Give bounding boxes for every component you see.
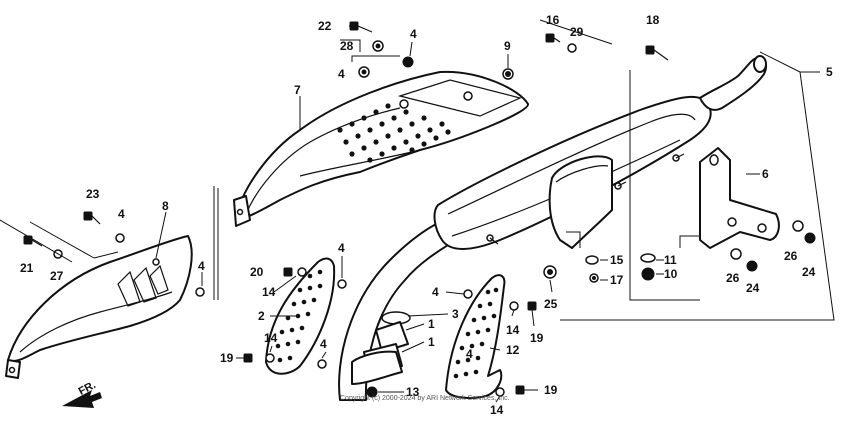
- label-25: 25: [544, 297, 558, 311]
- hardware: [23, 21, 816, 398]
- exhaust-joint: [351, 311, 411, 385]
- label-4-guard: 4: [466, 347, 473, 361]
- label-19-c: 19: [544, 383, 558, 397]
- label-4-right: 4: [432, 285, 439, 299]
- washer-26-a: [730, 248, 742, 260]
- label-24-a: 24: [746, 281, 760, 295]
- label-14-d: 14: [490, 403, 504, 417]
- left-guard-holes: [275, 269, 323, 363]
- washer-17: [589, 273, 599, 283]
- label-4-cover: 4: [118, 207, 125, 221]
- nut-24-b: [804, 232, 816, 244]
- muffler-bracket: [699, 147, 780, 249]
- bolt-22: [349, 21, 373, 33]
- bolt-18: [645, 45, 669, 61]
- right-pipe-guard: [445, 274, 506, 399]
- label-15: 15: [610, 253, 624, 267]
- label-22: 22: [318, 19, 332, 33]
- label-12: 12: [506, 343, 520, 357]
- label-10: 10: [664, 267, 678, 281]
- label-19-b: 19: [530, 331, 544, 345]
- label-18: 18: [646, 13, 660, 27]
- label-20: 20: [250, 265, 264, 279]
- label-6: 6: [762, 167, 769, 181]
- label-24-b: 24: [802, 265, 816, 279]
- nut-9: [502, 68, 514, 80]
- cap-11: [640, 253, 656, 263]
- collar-4-lower: [317, 359, 327, 369]
- label-29: 29: [570, 25, 584, 39]
- copyright-watermark: Copyright (c) 2000-2024 by ARI Network S…: [340, 395, 510, 402]
- washer-28: [372, 40, 384, 52]
- plug-10: [641, 267, 655, 281]
- nut-24-a: [746, 260, 758, 272]
- label-2: 2: [258, 309, 265, 323]
- label-14-b: 14: [264, 331, 278, 345]
- collar-4-top: [402, 56, 414, 68]
- label-4-cover-right: 4: [198, 259, 205, 273]
- label-5: 5: [826, 65, 833, 79]
- grommet-15: [585, 255, 599, 265]
- label-27: 27: [50, 269, 64, 283]
- label-16: 16: [546, 13, 560, 27]
- front-direction-arrow: FR.: [62, 379, 102, 408]
- label-4-pipe: 4: [338, 241, 345, 255]
- bolt-19-c: [515, 385, 525, 395]
- bolt-21: [23, 235, 43, 247]
- collar-4-cover-right: [195, 287, 205, 297]
- bolt-20: [283, 267, 293, 277]
- label-26-b: 26: [784, 249, 798, 263]
- label-14-c: 14: [506, 323, 520, 337]
- collar-4-right: [463, 289, 473, 299]
- label-4-top: 4: [410, 27, 417, 41]
- bolt-16: [545, 33, 561, 43]
- label-13: 13: [406, 385, 420, 399]
- collar-4-left: [358, 66, 370, 78]
- label-21: 21: [20, 261, 34, 275]
- left-pipe-guard: [265, 257, 336, 375]
- label-1-b: 1: [428, 335, 435, 349]
- lower-left-cover: [5, 235, 193, 379]
- washer-14-c: [509, 301, 519, 311]
- nut-25: [543, 265, 557, 279]
- label-28: 28: [340, 39, 354, 53]
- label-17: 17: [610, 273, 624, 287]
- label-1-a: 1: [428, 317, 435, 331]
- bolt-19-a: [243, 353, 253, 363]
- collar-4-cover: [115, 233, 125, 243]
- right-guard-holes: [453, 287, 499, 379]
- washer-26-b: [792, 220, 804, 232]
- label-3: 3: [452, 307, 459, 321]
- perforation-holes: [337, 103, 451, 163]
- label-4-lower: 4: [320, 337, 327, 351]
- bolt-23: [83, 211, 101, 225]
- nut-13: [366, 386, 378, 398]
- label-23: 23: [86, 187, 100, 201]
- washer-14-b: [265, 353, 275, 363]
- label-7: 7: [294, 83, 301, 97]
- label-9: 9: [504, 39, 511, 53]
- label-4-left: 4: [338, 67, 345, 81]
- washer-29: [567, 43, 577, 53]
- leader-lines: [0, 19, 835, 403]
- part-labels: 22 28 4 4 9 16 29 18 5 7 6 23 8 4 21 27 …: [20, 13, 833, 417]
- bolt-19-b: [527, 301, 537, 311]
- collar-4-pipe: [337, 279, 347, 289]
- label-19-a: 19: [220, 351, 234, 365]
- washer-14-a: [297, 267, 307, 277]
- label-26-a: 26: [726, 271, 740, 285]
- label-14-a: 14: [262, 285, 276, 299]
- label-11: 11: [664, 253, 677, 267]
- label-8: 8: [162, 199, 169, 213]
- upper-heat-shield: [233, 70, 529, 227]
